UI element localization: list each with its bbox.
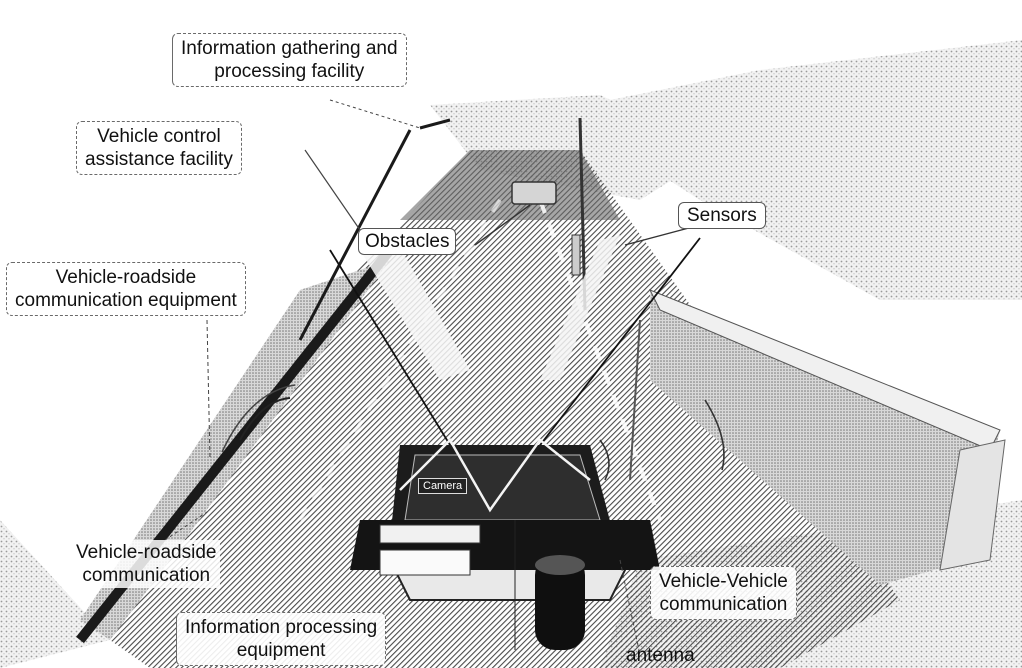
label-vr-communication-line2: communication <box>76 564 216 587</box>
label-vr-equipment: Vehicle-roadside communication equipment <box>6 262 246 316</box>
obstacle-small <box>572 235 580 275</box>
label-antenna: antenna <box>626 644 695 667</box>
label-vehicle-control: Vehicle control assistance facility <box>76 121 242 175</box>
ego-vehicle-door <box>380 550 470 575</box>
label-vv-communication: Vehicle-Vehicle communication <box>650 566 797 620</box>
label-vv-communication-line1: Vehicle-Vehicle <box>659 570 788 593</box>
label-info-gathering-line2: processing facility <box>181 60 398 83</box>
ego-vehicle-camera-lens <box>535 555 585 575</box>
label-info-processing: Information processing equipment <box>176 612 386 666</box>
label-sensors: Sensors <box>678 202 766 229</box>
label-vehicle-control-line2: assistance facility <box>85 148 233 171</box>
label-info-processing-line1: Information processing <box>185 616 377 639</box>
label-vr-communication: Vehicle-roadside communication <box>72 540 220 588</box>
label-info-gathering: Information gathering and processing fac… <box>172 33 407 87</box>
camera-tag: Camera <box>418 478 467 494</box>
label-vehicle-control-line1: Vehicle control <box>85 125 233 148</box>
label-vv-communication-line2: communication <box>659 593 788 616</box>
label-info-gathering-line1: Information gathering and <box>181 37 398 60</box>
label-sensors-text: Sensors <box>687 204 757 227</box>
label-obstacles: Obstacles <box>358 228 456 255</box>
label-antenna-text: antenna <box>626 644 695 667</box>
label-info-processing-line2: equipment <box>185 639 377 662</box>
label-vr-equipment-line1: Vehicle-roadside <box>15 266 237 289</box>
obstacle-vehicle <box>512 182 556 204</box>
label-vr-equipment-line2: communication equipment <box>15 289 237 312</box>
label-vr-communication-line1: Vehicle-roadside <box>76 541 216 564</box>
ego-vehicle-panel <box>380 525 480 543</box>
label-obstacles-text: Obstacles <box>365 230 449 253</box>
